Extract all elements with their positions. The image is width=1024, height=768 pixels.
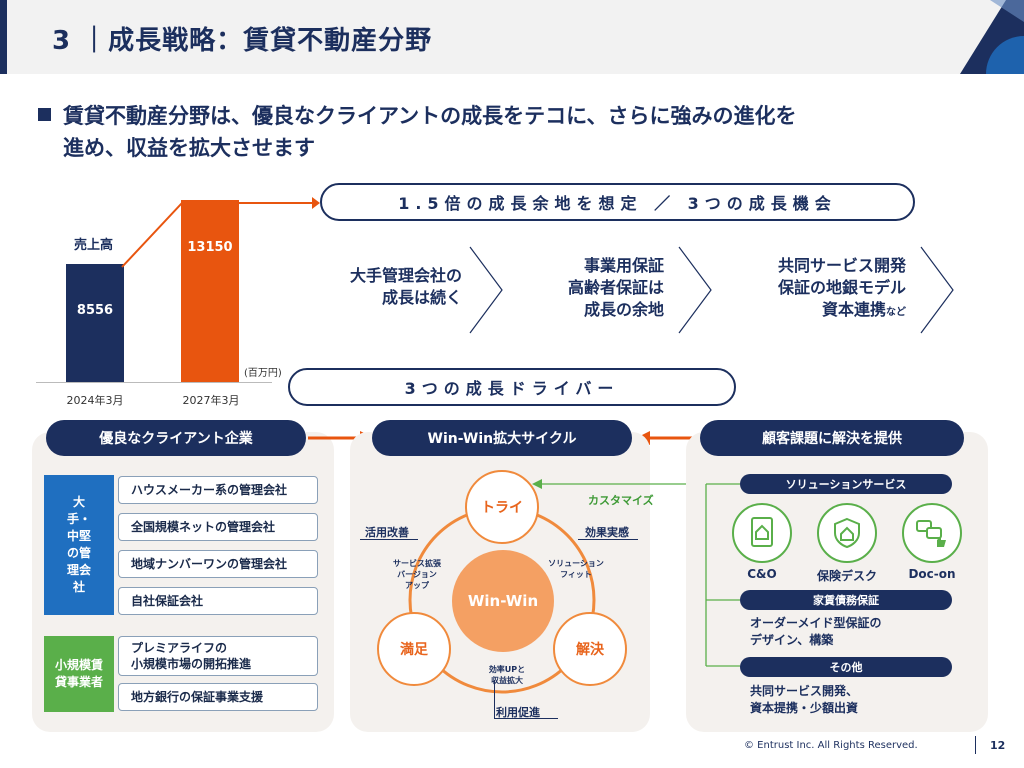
chat-thumbs-up-icon (902, 503, 962, 563)
label-promote-underline (494, 718, 558, 719)
footer-separator (975, 736, 976, 754)
note-solution-fit: ソリューション フィット (540, 558, 612, 580)
label-customize: カスタマイズ (588, 494, 654, 507)
other-text-1: 共同サービス開発、 (750, 684, 859, 698)
service-title-pill: ソリューションサービス (740, 474, 952, 494)
note-efficiency: 効率UPと 収益拡大 (476, 664, 538, 686)
note-efficiency-1: 効率UPと (488, 665, 526, 674)
bar-value-2024: 8556 (76, 302, 114, 318)
other-title-pill: その他 (740, 657, 952, 677)
cycle-node-satisfy: 満足 (377, 612, 451, 686)
note-solution-fit-1: ソリューション (548, 559, 604, 568)
opportunity-1: 大手管理会社の 成長は続く (300, 265, 462, 309)
house-document-icon (732, 503, 792, 563)
chart-unit: (百万円) (244, 368, 282, 379)
cycle-title-pill: Win-Win拡大サイクル (372, 420, 632, 456)
opportunity-1-line-1: 大手管理会社の (349, 266, 462, 285)
solutions-title-pill: 顧客課題に解決を提供 (700, 420, 964, 456)
note-efficiency-2: 収益拡大 (491, 676, 523, 685)
note-solution-fit-2: フィット (560, 570, 592, 579)
client-item-5-line-1: プレミアライフの (131, 641, 228, 655)
label-promote-line (494, 680, 495, 718)
client-item-5: プレミアライフの 小規模市場の開拓推進 (118, 636, 318, 676)
bar-2024: 8556 (66, 264, 124, 382)
bar-2027: 13150 (181, 200, 239, 382)
client-item-5-line-2: 小規模市場の開拓推進 (131, 657, 252, 671)
header-accent-bar (0, 0, 7, 74)
service-name-1: C&O (747, 567, 777, 581)
header (0, 0, 1024, 74)
opportunity-2-line-2: 高齢者保証は (567, 278, 664, 297)
label-kaizen-underline (360, 539, 418, 540)
bar-value-2027: 13150 (187, 240, 233, 256)
chart-ylabel: 売上高 (74, 238, 114, 253)
clients-title: 優良なクライアント企業 (99, 431, 253, 447)
chevron-right-icon (469, 246, 503, 334)
page-number: 12 (990, 739, 1006, 752)
opportunity-3: 共同サービス開発 保証の地銀モデル 資本連携など (720, 255, 906, 324)
opportunity-3-line-2: 保証の地銀モデル (777, 278, 906, 297)
opportunity-2-line-1: 事業用保証 (583, 256, 664, 275)
lead-line-1: 賃貸不動産分野は、優良なクライアントの成長をテコに、さらに強みの進化を (63, 104, 797, 128)
chevron-right-icon (920, 246, 954, 334)
growth-title-pill: 1.5倍の成長余地を想定 ／ 3つの成長機会 (320, 183, 915, 221)
chevron-right-icon (678, 246, 712, 334)
solutions-title: 顧客課題に解決を提供 (762, 431, 902, 447)
growth-title: 1.5倍の成長余地を想定 ／ 3つの成長機会 (398, 194, 837, 213)
label-effect: 効果実感 (585, 526, 629, 539)
opportunity-3-suffix: など (886, 307, 906, 318)
drivers-title: 3つの成長ドライバー (404, 379, 620, 398)
opportunity-3-line-1: 共同サービス開発 (777, 256, 906, 275)
service-name-2: 保険デスク (816, 569, 877, 583)
house-shield-icon (817, 503, 877, 563)
label-promote: 利用促進 (496, 706, 540, 719)
client-item-2: 全国規模ネットの管理会社 (118, 513, 318, 541)
lead-text: 賃貸不動産分野は、優良なクライアントの成長をテコに、さらに強みの進化を 進め、収… (38, 100, 958, 164)
note-service-up-3: アップ (405, 581, 429, 590)
bullet-square-icon (38, 108, 51, 121)
page-title: 3 ｜成長戦略：賃貸不動産分野 (52, 26, 433, 56)
client-item-3: 地域ナンバーワンの管理会社 (118, 550, 318, 578)
footer-copyright: © Entrust Inc. All Rights Reserved. (744, 740, 918, 751)
rent-title-pill: 家賃債務保証 (740, 590, 952, 610)
opportunity-2-line-3: 成長の余地 (583, 300, 664, 319)
client-item-4: 自社保証会社 (118, 587, 318, 615)
label-effect-underline (578, 539, 638, 540)
header-corner-decoration (960, 0, 1024, 74)
chart-baseline (36, 382, 272, 383)
rent-text: オーダーメイド型保証の デザイン、構築 (750, 615, 882, 649)
service-name-3: Doc-on (908, 567, 956, 581)
rent-text-1: オーダーメイド型保証の (750, 616, 882, 630)
label-kaizen: 活用改善 (365, 526, 409, 539)
opportunity-2: 事業用保証 高齢者保証は 成長の余地 (508, 255, 664, 321)
clients-title-pill: 優良なクライアント企業 (46, 420, 306, 456)
client-item-6: 地方銀行の保証事業支援 (118, 683, 318, 711)
cycle-node-try: トライ (465, 470, 539, 544)
note-service-up-2: バージョン (397, 570, 437, 579)
lead-line-2: 進め、収益を拡大させます (63, 136, 315, 160)
x-tick-2027: 2027年3月 (182, 394, 240, 407)
opportunity-3-line-3: 資本連携 (821, 300, 886, 319)
client-item-1: ハウスメーカー系の管理会社 (118, 476, 318, 504)
other-text-2: 資本提携・少額出資 (750, 701, 859, 715)
rent-text-2: デザイン、構築 (750, 633, 834, 647)
large-clients-label: 大手・中堅の管理会社 (44, 475, 114, 615)
drivers-title-pill: 3つの成長ドライバー (288, 368, 736, 406)
cycle-title: Win-Win拡大サイクル (427, 431, 577, 447)
cycle-center: Win-Win (452, 550, 554, 652)
growth-arrow (121, 197, 320, 268)
small-clients-label: 小規模賃貸事業者 (44, 636, 114, 712)
other-text: 共同サービス開発、 資本提携・少額出資 (750, 683, 858, 717)
opportunity-1-line-2: 成長は続く (381, 288, 462, 307)
solutions-tree-lines (705, 483, 740, 667)
note-service-up-1: サービス拡張 (393, 559, 441, 568)
note-service-up: サービス拡張 バージョン アップ (384, 558, 450, 591)
x-tick-2024: 2024年3月 (66, 394, 124, 407)
cycle-node-solve: 解決 (553, 612, 627, 686)
